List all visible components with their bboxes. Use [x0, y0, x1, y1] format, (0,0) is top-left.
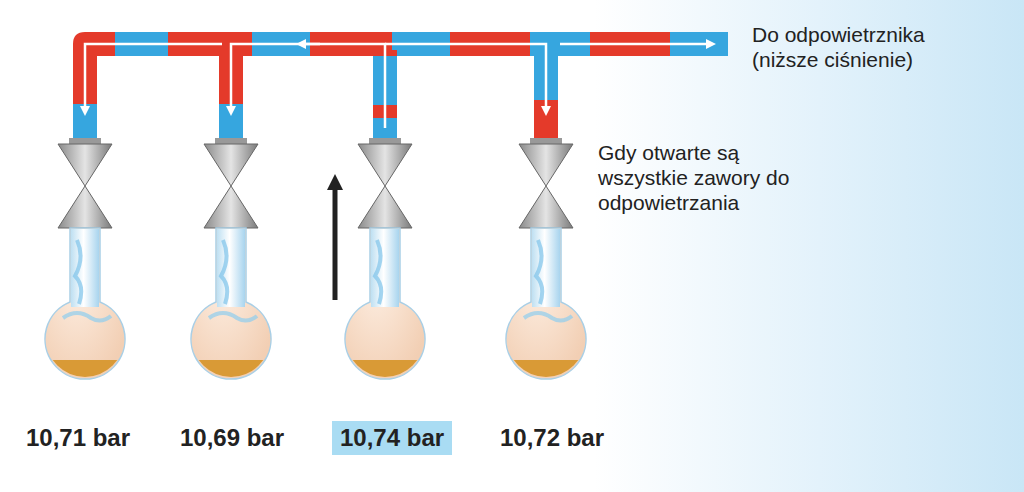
vapour-wisp — [221, 240, 227, 304]
liquid-level — [45, 360, 125, 380]
pressure-label: 10,69 bar — [180, 424, 284, 452]
vapour-wisp — [524, 313, 572, 321]
valve-symbol — [204, 144, 258, 186]
valve-symbol — [58, 186, 112, 228]
flow-arrow — [385, 44, 546, 112]
liquid-level — [345, 360, 425, 380]
pressure-label: 10,72 bar — [500, 424, 604, 452]
note-text: Do odpowietrznika (niższe ciśnienie) — [752, 22, 997, 72]
vapour-wisp — [75, 240, 81, 304]
flask — [45, 228, 125, 379]
note-text: Gdy otwarte są wszystkie zawory do odpow… — [598, 140, 803, 215]
valve-collar — [215, 138, 247, 144]
valve-collar — [369, 138, 401, 144]
pressure-label: 10,74 bar — [340, 424, 444, 452]
pressure-label: 10,71 bar — [26, 424, 130, 452]
flask-neck — [532, 229, 560, 307]
flask-neck — [217, 229, 245, 307]
valve-collar — [69, 138, 101, 144]
pipe-header — [73, 32, 728, 60]
highlight-box: 10,74 bar — [332, 421, 452, 455]
flask — [191, 228, 271, 379]
valve-symbol — [58, 144, 112, 186]
valve-symbol — [358, 144, 412, 186]
flask — [345, 228, 425, 379]
flask — [506, 228, 586, 379]
flow-arrow — [560, 43, 712, 46]
vapour-wisp — [536, 240, 542, 304]
rise-arrow — [333, 182, 338, 300]
valve-symbol — [519, 144, 573, 186]
vapour-wisp — [63, 313, 111, 321]
liquid-level — [506, 360, 586, 380]
flow-arrow — [231, 44, 385, 128]
vapour-wisp — [375, 240, 381, 304]
flask-neck — [371, 229, 399, 307]
vapour-wisp — [209, 313, 257, 321]
valve-symbol — [358, 186, 412, 228]
valve-symbol — [204, 186, 258, 228]
flow-arrow — [85, 44, 222, 112]
liquid-level — [191, 360, 271, 380]
valve-collar — [530, 138, 562, 144]
flow-arrow — [300, 43, 320, 46]
flask-neck — [71, 229, 99, 307]
valve-symbol — [519, 186, 573, 228]
